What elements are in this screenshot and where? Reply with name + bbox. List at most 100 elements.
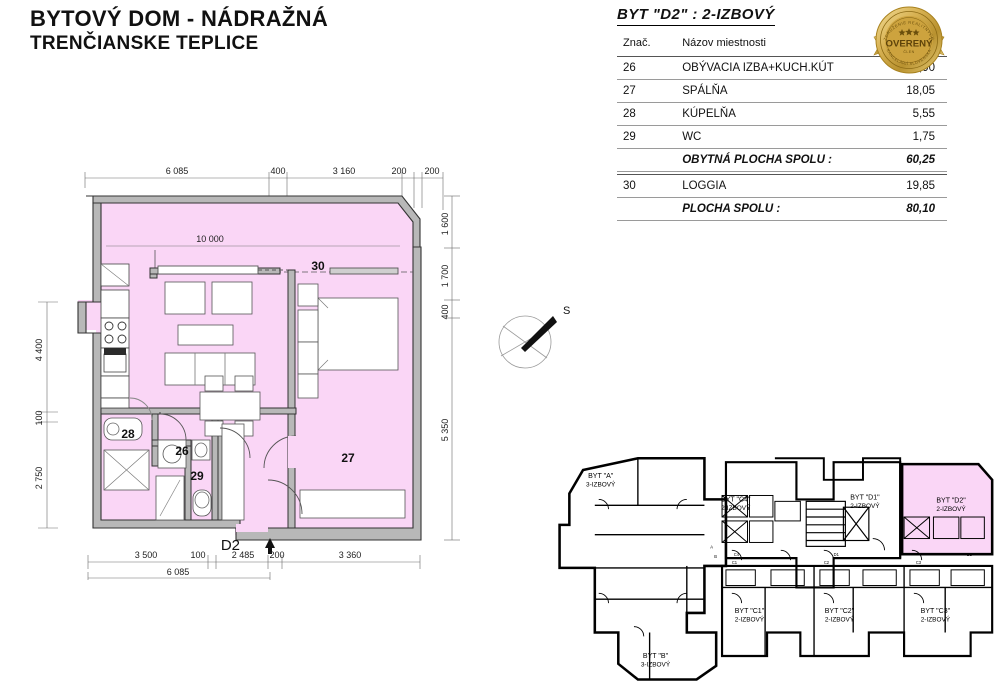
dining-chair-1 (204, 375, 224, 392)
dim-left-0: 4 400 (34, 339, 44, 362)
cell-nazov: OBÝVACIA IZBA+KUCH.KÚT (668, 56, 863, 80)
bedroom-furniture (297, 283, 406, 519)
unit-label-c2: BYT "C2" (825, 608, 855, 615)
unit-label-c4: BYT "C4" (721, 496, 751, 503)
dimension-lines-right (444, 195, 460, 541)
bathroom-fixtures (103, 417, 187, 521)
dim-inner-10000: 10 000 (196, 234, 224, 244)
door-entrance (267, 479, 303, 515)
armchair-1 (164, 281, 206, 315)
dimension-lines-left (38, 301, 58, 529)
dim-bottom-2: 2 485 (232, 550, 255, 560)
door-tag-c4: C4 (734, 552, 740, 557)
dim-top-4: 200 (424, 166, 439, 176)
dim-right-1: 1 700 (440, 265, 450, 288)
entrance-arrow-icon (265, 538, 275, 554)
highlight-unit-d2-fill (902, 464, 993, 555)
subtotal-row: OBYTNÁ PLOCHA SPOLU : 60,25 (617, 148, 947, 172)
room-number-30: 30 (311, 259, 325, 273)
unit-label-d2: BYT "D2" (936, 497, 966, 504)
entrance-label-d2: D2 (221, 537, 240, 554)
door-tag-d1: D1 (834, 552, 840, 557)
total-label: PLOCHA SPOLU : (668, 197, 863, 221)
unit-type-d2: 2-IZBOVÝ (936, 504, 966, 513)
seal-sub-text: ČLEN (903, 49, 914, 54)
dim-top-3: 200 (391, 166, 406, 176)
fridge-icon (100, 375, 130, 399)
verified-seal-icon: ZDRUŽENIE REALITNÝCH KANCELÁRIÍ SLOVENSK… (873, 6, 945, 74)
dim-right-0: 1 600 (440, 213, 450, 236)
cell-znac: 30 (617, 174, 669, 198)
stove-icon (100, 317, 130, 349)
cell-znac: 26 (617, 56, 669, 80)
cell-plocha: 5,55 (862, 102, 947, 126)
building-outlines (558, 457, 994, 681)
header-rule (617, 54, 947, 57)
compass-rose-icon: S (498, 305, 570, 369)
dim-bottom-1: 100 (190, 550, 205, 560)
wardrobe-seg-1 (297, 309, 319, 343)
cell-znac: 27 (617, 79, 669, 103)
dim-bottom-4: 3 360 (339, 550, 362, 560)
living-room-furniture (164, 281, 261, 437)
cell-nazov: KÚPELŇA (668, 102, 863, 126)
door-tags: A B C1 C2 C3 C4 D1 D2 (710, 544, 972, 565)
col-header-znac: Znač. (623, 37, 651, 49)
dimension-labels-top: 6 085 400 3 160 200 200 (166, 166, 440, 176)
cell-plocha: 19,85 (862, 174, 947, 198)
hall-closet (221, 423, 245, 521)
unit-label-d1: BYT "D1" (850, 494, 880, 501)
cell-nazov: LOGGIA (668, 174, 863, 198)
subtotal-value: 60,25 (862, 148, 947, 172)
door-wc (219, 427, 251, 459)
unit-type-c4: 2-IZBOVÝ (721, 503, 751, 512)
room-table: Znač. Názov miestnosti Plocha 26 OBÝVACI… (617, 32, 947, 221)
dining-table (199, 391, 261, 421)
compass-north-label: S (563, 305, 570, 317)
unit-type-d1: 2-IZBOVÝ (850, 501, 880, 510)
total-row: PLOCHA SPOLU : 80,10 (617, 197, 947, 221)
cell-nazov: WC (668, 125, 863, 149)
dimension-lines-bottom (87, 555, 421, 580)
bedroom-cabinet (299, 489, 406, 519)
dimension-labels-right: 1 600 1 700 400 5 350 (440, 213, 450, 442)
door-tag-c1: C1 (732, 560, 738, 565)
unit-labels: BYT "A" 3-IZBOVÝ BYT "C4" 2-IZBOVÝ BYT "… (586, 473, 966, 669)
table-body: 26 OBÝVACIA IZBA+KUCH.KÚT 34,90 27 SPÁLŇ… (617, 56, 947, 221)
unit-label-c1: BYT "C1" (735, 608, 765, 615)
loggia-glazing (157, 265, 399, 275)
page-title: BYTOVÝ DOM - NÁDRAŽNÁ TRENČIANSKE TEPLIC… (30, 6, 328, 56)
room-schedule: BYT "D2" : 2-IZBOVÝ Znač. Názov miestnos… (617, 6, 947, 221)
cell-znac: 29 (617, 125, 669, 149)
dimension-labels-bottom: 3 500 100 2 485 200 3 360 6 085 (135, 550, 362, 577)
sink-icon (103, 348, 127, 373)
dim-bottom-0: 3 500 (135, 550, 158, 560)
cell-nazov: SPÁLŇA (668, 79, 863, 103)
table-title: BYT "D2" : 2-IZBOVÝ (617, 6, 775, 26)
room-number-27: 27 (341, 451, 355, 465)
table-row: 27 SPÁLŇA 18,05 (617, 79, 947, 103)
door-tag-c2: C2 (824, 560, 830, 565)
table-row: 28 KÚPELŇA 5,55 (617, 102, 947, 126)
unit-type-a: 3-IZBOVÝ (586, 480, 616, 489)
dim-bottom-total: 6 085 (167, 567, 190, 577)
unit-label-b: BYT "B" (643, 653, 669, 660)
unit-type-c3: 2-IZBOVÝ (921, 615, 951, 624)
cell-znac: 28 (617, 102, 669, 126)
toilet-icon (192, 489, 212, 517)
door-bathroom (159, 413, 187, 441)
door-kitchen (129, 397, 153, 421)
door-openings (236, 436, 296, 532)
wardrobe-seg-2 (297, 341, 319, 375)
seal-stars-icon (898, 28, 920, 36)
door-tag-a: A (710, 544, 713, 549)
apartment-floor-plan: 6 085 400 3 160 200 200 10 000 (34, 166, 460, 580)
bathtub-icon (103, 417, 143, 441)
table-row-loggia: 30 LOGGIA 19,85 (617, 174, 947, 198)
coffee-table (177, 324, 234, 346)
nightstand-2 (297, 373, 319, 399)
bed (317, 297, 399, 371)
dim-left-1: 100 (34, 410, 44, 425)
room-number-26: 26 (175, 444, 189, 458)
